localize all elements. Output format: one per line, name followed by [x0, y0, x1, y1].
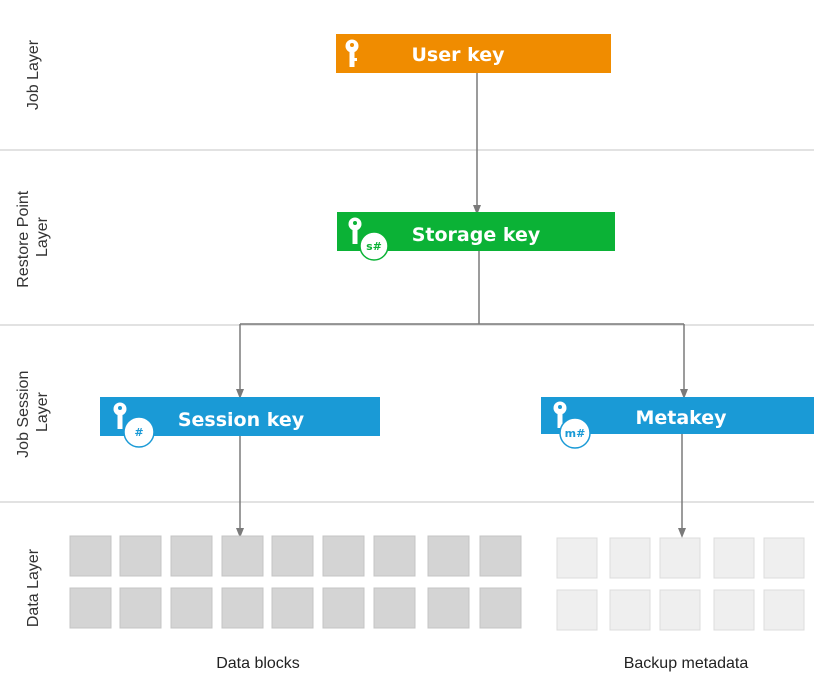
metadata-block [763, 589, 805, 631]
key-icon [113, 402, 127, 429]
data-block [479, 535, 522, 577]
layer-label-data: Data Layer [25, 548, 42, 627]
data-block [69, 587, 112, 629]
layer-label-job: Job Layer [25, 39, 42, 110]
data-block [479, 587, 522, 629]
data-block [427, 587, 470, 629]
data-block [427, 535, 470, 577]
metakey-box: m# Metakey [541, 397, 814, 449]
metadata-block [763, 537, 805, 579]
metakey-label: Metakey [635, 407, 727, 429]
svg-text:s#: s# [366, 240, 382, 253]
backup-metadata-label: Backup metadata [624, 655, 749, 672]
metadata-block [713, 537, 755, 579]
data-block [221, 535, 264, 577]
layer-label-job-session: Job Session Layer [15, 366, 51, 458]
storage-key-box: s# Storage key [337, 212, 615, 261]
session-badge-icon: # [123, 416, 155, 448]
metadata-block [713, 589, 755, 631]
user-key-label: User key [411, 44, 505, 66]
session-key-label: Session key [178, 409, 305, 431]
data-block [119, 535, 162, 577]
metakey-badge-icon: m# [559, 417, 591, 449]
key-icon [348, 217, 362, 244]
metadata-block [659, 537, 701, 579]
data-block [271, 535, 314, 577]
key-icon [553, 401, 567, 428]
data-blocks-label: Data blocks [216, 655, 300, 672]
user-key-bar [336, 34, 611, 73]
metadata-block [556, 537, 598, 579]
backup-metadata-grid [556, 537, 805, 631]
data-block [271, 587, 314, 629]
user-key-box: User key [336, 34, 611, 73]
data-block [322, 535, 365, 577]
data-block [69, 535, 112, 577]
data-block [373, 587, 416, 629]
metadata-block [609, 537, 651, 579]
metadata-block [556, 589, 598, 631]
data-block [119, 587, 162, 629]
metadata-block [659, 589, 701, 631]
layer-label-restore-point: Restore Point Layer [15, 186, 51, 287]
data-block [373, 535, 416, 577]
svg-text:m#: m# [565, 427, 586, 440]
data-block [170, 587, 213, 629]
connectors [236, 73, 688, 538]
data-blocks-grid [69, 535, 522, 629]
session-key-box: # Session key [100, 397, 380, 448]
storage-badge-icon: s# [359, 231, 389, 261]
storage-key-label: Storage key [412, 224, 541, 246]
data-block [170, 535, 213, 577]
svg-text:#: # [134, 426, 143, 439]
metadata-block [609, 589, 651, 631]
data-block [221, 587, 264, 629]
key-icon [345, 39, 359, 67]
data-block [322, 587, 365, 629]
